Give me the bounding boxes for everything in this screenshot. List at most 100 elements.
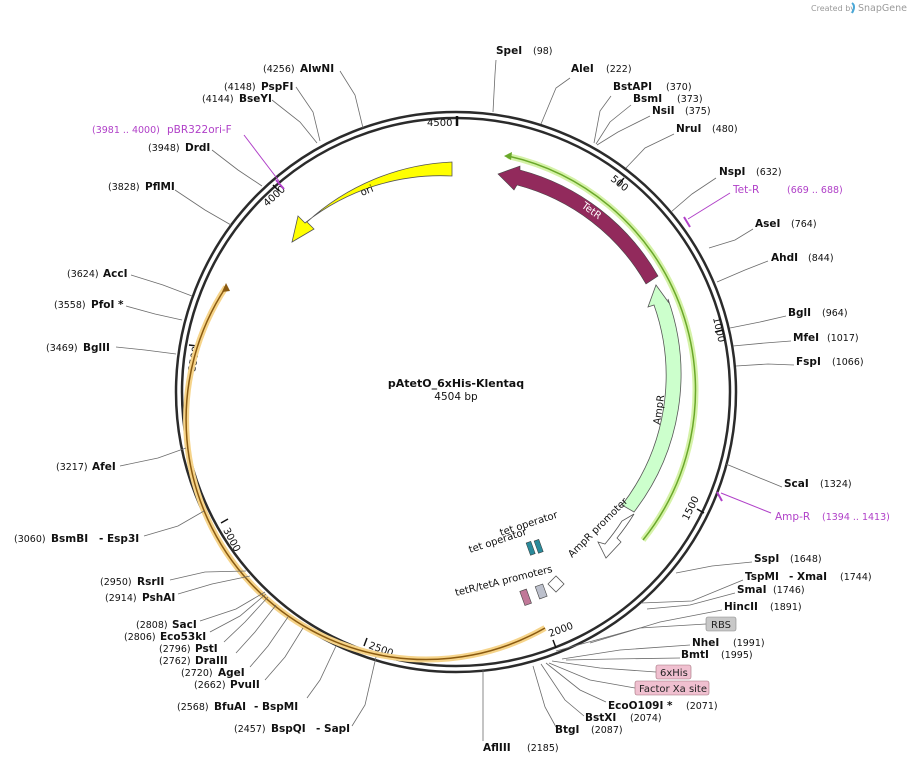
site-name-bspqi[interactable]: BspQI [271,723,306,735]
site-name-asei[interactable]: AseI [755,218,780,230]
tick-1500 [696,508,705,514]
site-name-afei[interactable]: AfeI [92,461,116,473]
tick-2000 [552,639,557,649]
leader-bsmbi [143,510,205,537]
site-name-bfuai[interactable]: BfuAI [214,701,246,713]
ampr-promoter-feature[interactable] [597,513,635,559]
primers: (3981 .. 4000) pBR322ori-F Tet-R (669 ..… [92,124,890,523]
site-name-bmti[interactable]: BmtI [681,649,709,661]
site-name-acci[interactable]: AccI [103,268,127,280]
factor-xa-box[interactable] [634,680,710,696]
rbs-box[interactable] [705,616,737,632]
site-name-ahdi[interactable]: AhdI [771,252,798,264]
ampr-feature[interactable] [621,284,682,513]
site-name-nspi[interactable]: NspI [719,166,745,178]
his-tag-box[interactable] [655,664,692,680]
leader-ecoo109i [545,662,607,703]
site-name-pfoi[interactable]: PfoI * [91,299,124,311]
site-name-saci[interactable]: SacI [172,619,197,631]
site-name-nsii[interactable]: NsiI [652,105,675,117]
site-name-bglii[interactable]: BglII [83,342,110,354]
site-name-drdi[interactable]: DrdI [185,142,210,154]
site-name-pflmi[interactable]: PflMI [145,181,175,193]
site-labels: SpeI (98) AleI (222) BstAPI (370) BsmI (… [14,45,872,754]
primer-leader-ampr [720,492,772,514]
ori-label: ori [359,184,375,199]
site-name-pspfi[interactable]: PspFI [261,81,293,93]
site-name-smai[interactable]: SmaI [737,584,767,596]
site-name-nrui[interactable]: NruI [676,123,701,135]
site-pos-nspi: (632) [756,167,782,178]
site-name-fspi[interactable]: FspI [796,356,821,368]
site-name-bstapi[interactable]: BstAPI [613,81,652,93]
site-name-draiii[interactable]: DraIII [195,655,228,667]
site-pos-ecoo109i: (2071) [686,701,718,712]
site-name-hincii[interactable]: HincII [724,601,758,613]
leader-nsii [596,115,651,146]
leader-pfoi [125,305,183,321]
leader-draiii [235,604,277,654]
site-pos-mfei: (1017) [827,333,859,344]
primer-range-pbr322: (3981 .. 4000) [92,125,160,136]
leader-mfei [732,340,792,347]
leader-nspi [670,177,717,213]
site-name-sspi[interactable]: SspI [754,553,779,565]
site-name-btgi[interactable]: BtgI [555,724,579,736]
primer-leader-pbr322 [243,134,280,182]
tet-promoter-left-feature[interactable] [519,588,532,606]
site-name-afliii[interactable]: AflIII [483,742,511,754]
site-pos-btgi: (2087) [591,725,623,736]
site-name-alwni[interactable]: AlwNI [300,63,334,75]
primer-mark-pbr322[interactable] [275,179,285,190]
backbone-outer [174,110,738,674]
leader-asei [708,228,754,249]
tet-promoter-box-feature[interactable] [534,583,548,600]
site-extra-bfuai[interactable]: - BspMI [254,701,298,713]
leader-smai [646,592,736,610]
plasmid-size: 4504 bp [434,391,478,403]
leader-tspmi [640,579,744,604]
site-name-agei[interactable]: AgeI [218,667,245,679]
primer-name-pbr322: pBR322ori-F [167,124,232,136]
site-name-pvuii[interactable]: PvuII [230,679,260,691]
site-name-tspmi[interactable]: TspMI [745,571,779,583]
site-name-scai[interactable]: ScaI [784,478,809,490]
site-extra-bspqi[interactable]: - SapI [316,723,350,735]
site-name-spei[interactable]: SpeI [496,45,522,57]
site-name-nhei[interactable]: NheI [692,637,719,649]
site-name-bsmi[interactable]: BsmI [633,93,662,105]
site-name-mfei[interactable]: MfeI [793,332,819,344]
primer-mark-tetr[interactable] [683,216,691,228]
leader-eco53ki [209,593,267,633]
site-name-ecoo109i[interactable]: EcoO109I * [608,700,673,712]
site-pos-bseyi: (4144) [202,94,234,105]
primer-mark-ampr[interactable] [716,491,723,502]
site-name-bseyi[interactable]: BseYI [239,93,272,105]
leader-bstxi [540,663,585,717]
rbs-label: RBS [711,620,731,631]
orf-line-left [185,286,546,661]
ori-feature[interactable] [291,161,453,243]
site-pos-pspfi: (4148) [224,82,256,93]
site-extra-bsmbi[interactable]: - Esp3I [99,533,139,545]
leader-bfuai [306,645,337,699]
site-name-bgli[interactable]: BglI [788,307,811,319]
site-pos-bstxi: (2074) [630,713,662,724]
site-name-bstxi[interactable]: BstXI [585,712,616,724]
tetr-feature[interactable] [497,165,659,285]
site-name-rsrii[interactable]: RsrII [137,576,164,588]
site-extra-tspmi[interactable]: - XmaI [789,571,827,583]
site-pos-smai: (1746) [773,585,805,596]
site-name-psti[interactable]: PstI [195,643,218,655]
tick-label-1000: 1000 [710,316,726,343]
site-name-pshai[interactable]: PshAI [142,592,175,604]
site-name-alei[interactable]: AleI [571,63,594,75]
site-name-bsmbi[interactable]: BsmBI [51,533,88,545]
leader-fspi [735,363,795,367]
site-name-eco53ki[interactable]: Eco53kI [160,631,206,643]
tet-operator-2-feature[interactable] [533,539,544,554]
tet-promoter-right-feature[interactable] [547,575,565,593]
leader-nrui [625,133,675,169]
tet-operator-1-feature[interactable] [525,541,536,556]
leader-xa [548,662,636,689]
